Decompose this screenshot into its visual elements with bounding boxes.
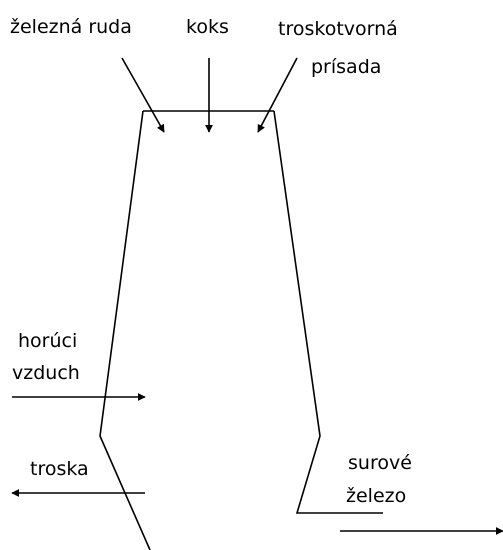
coke-label: koks (186, 16, 229, 38)
flux-label-line1: troskotvorná (278, 18, 398, 40)
flux-arrow (257, 57, 298, 133)
hot-air-label-line1: horúci (18, 330, 77, 352)
iron-ore-arrow (121, 57, 165, 133)
furnace-left-wall (99, 110, 151, 550)
hot-air-label-line2: vzduch (12, 362, 80, 384)
flux-label-line2: prísada (311, 56, 381, 78)
iron-ore-label: železná ruda (10, 16, 132, 38)
slag-label: troska (30, 458, 89, 480)
pig-iron-label-line2: železo (346, 485, 406, 507)
pig-iron-label-line1: surové (348, 452, 412, 474)
furnace-right-wall (273, 110, 383, 514)
furnace-outline (99, 110, 383, 550)
